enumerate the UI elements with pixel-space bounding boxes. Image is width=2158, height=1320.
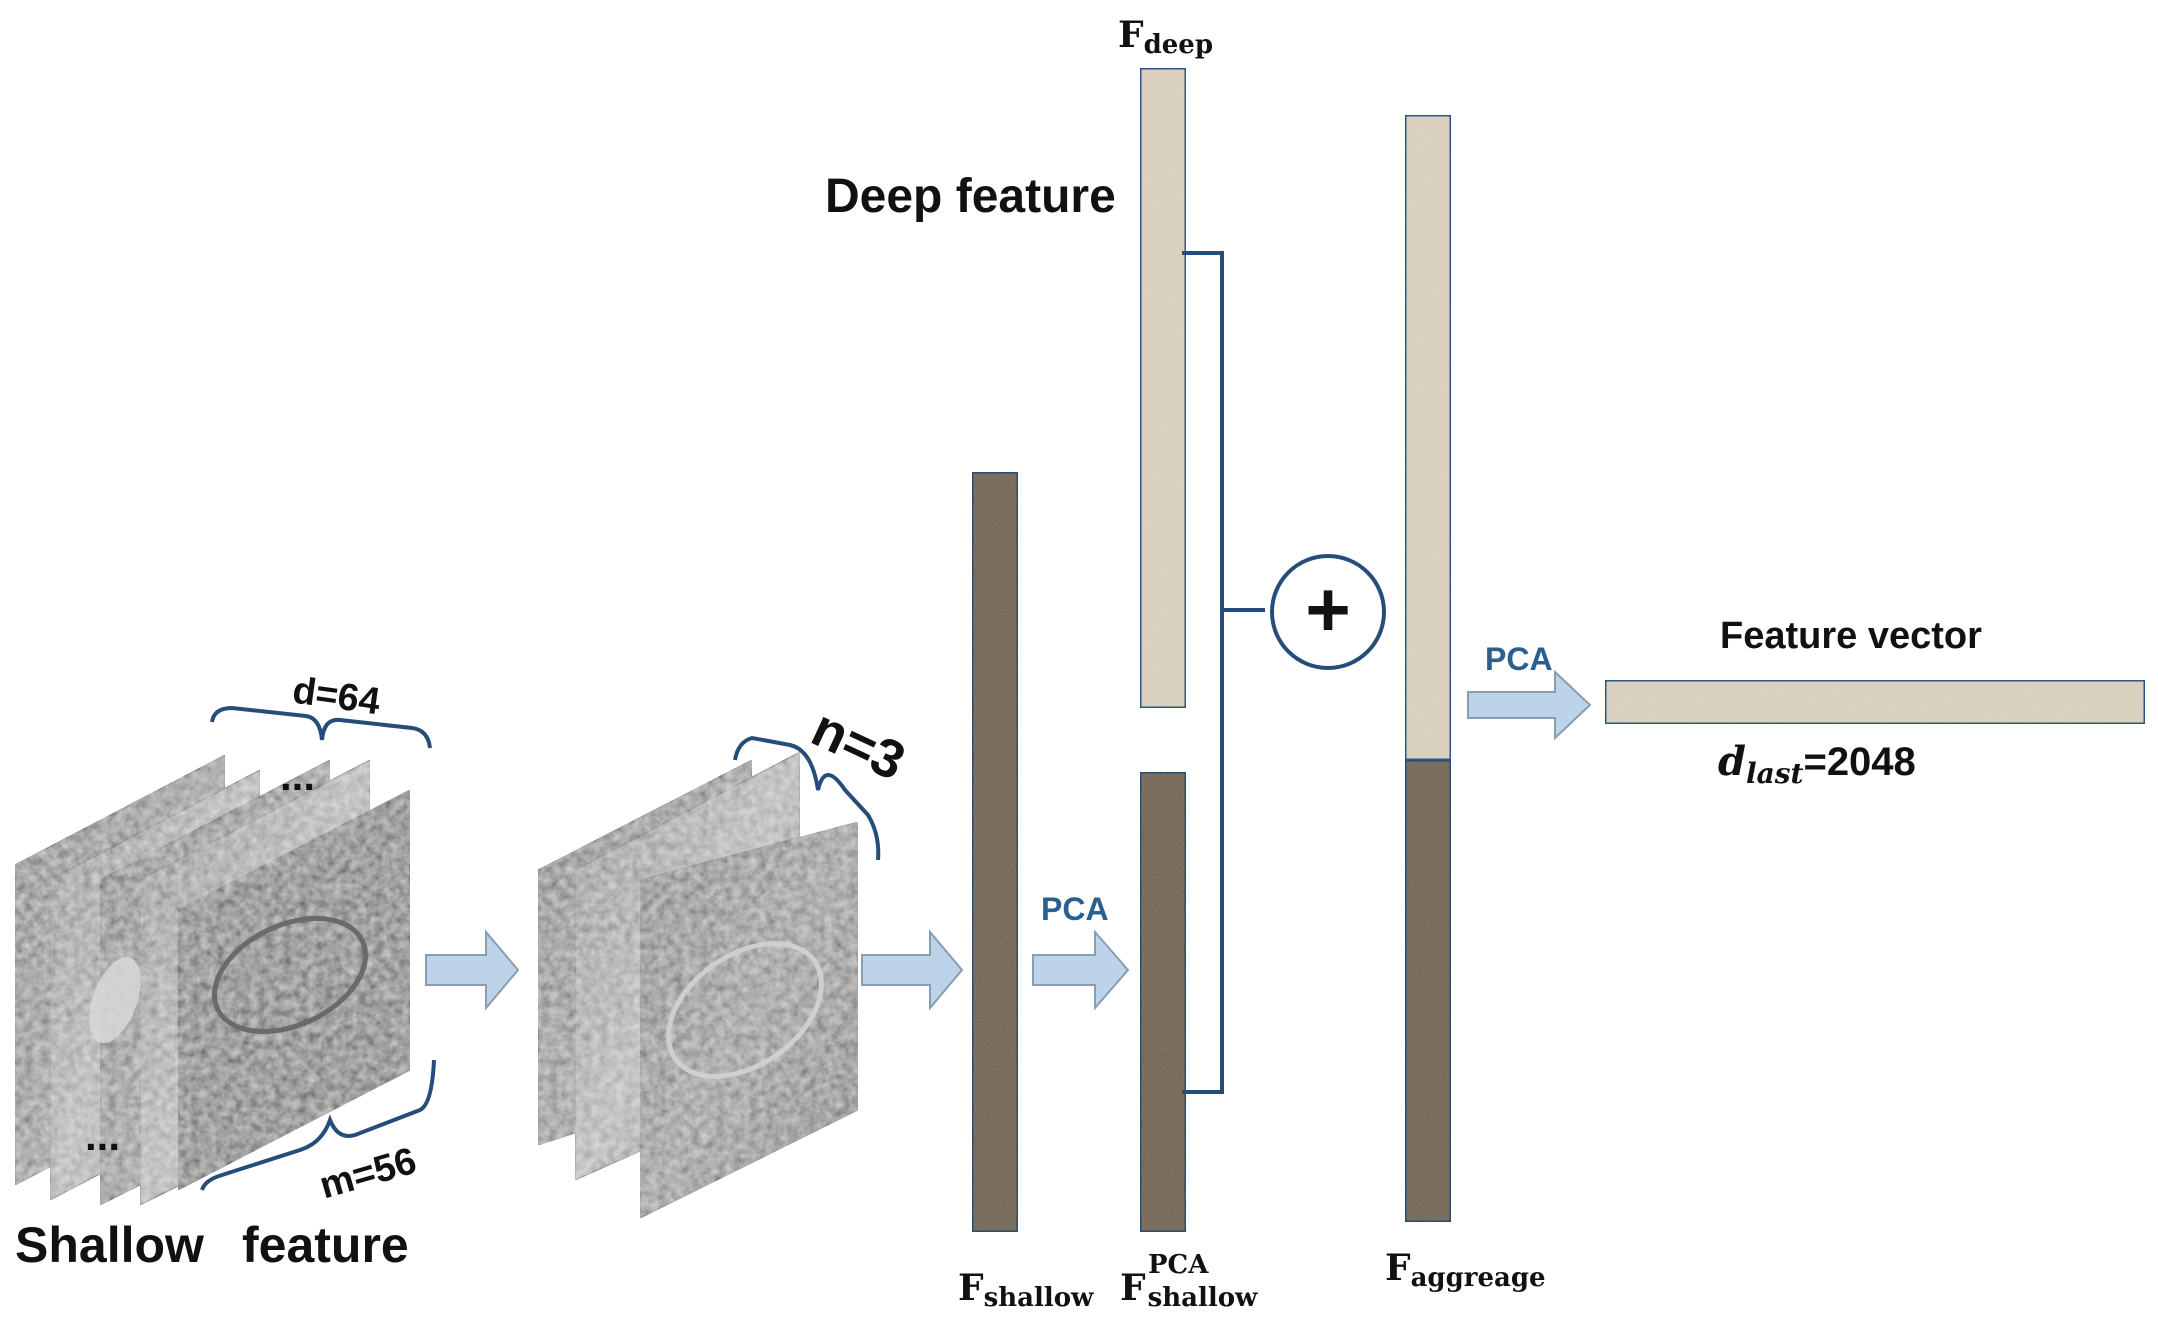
f-deep-label: Fdeep (1118, 14, 1213, 60)
f-aggregate-bar-shallow-part (1403, 758, 1453, 1224)
f-aggregate-label: Faggreage (1385, 1247, 1546, 1293)
n-label: n=3 (803, 698, 914, 792)
plus-symbol: + (1305, 565, 1351, 653)
pca-arrow-final (1467, 669, 1592, 741)
pca-label: PCA (1041, 891, 1109, 927)
d-last-label: dlast=2048 (1718, 738, 1916, 790)
pca-arrow (1032, 929, 1130, 1011)
bottom-ellipsis: ... (85, 1112, 120, 1159)
shallow-label: Shallow (15, 1217, 204, 1273)
feature-vector-bar (1603, 678, 2147, 726)
m-bracket (200, 1059, 436, 1191)
f-aggregate-bar-deep-part (1403, 113, 1453, 762)
feature-label: feature (242, 1217, 409, 1273)
flow-arrow (425, 929, 520, 1011)
selected-slice (639, 821, 859, 1219)
f-deep-bar (1138, 66, 1188, 710)
deep-feature-label: Deep feature (825, 170, 1116, 223)
shallow-slice-structure (211, 915, 369, 1035)
pca-label-final: PCA (1485, 641, 1553, 677)
m-label: m=56 (315, 1140, 421, 1207)
flow-arrow (861, 929, 964, 1011)
f-shallow-pca-superscript: PCA (1148, 1250, 1209, 1280)
selected-feature-stack (537, 751, 859, 1219)
f-shallow-pca-label: Fshallow (1120, 1267, 1258, 1313)
aggregation-plus-circle (1270, 554, 1386, 670)
f-shallow-label: Fshallow (958, 1267, 1094, 1313)
selected-slice-structure (666, 941, 824, 1079)
f-shallow-pca-bar (1138, 770, 1188, 1234)
concat-connector (1182, 251, 1265, 1094)
feature-vector-label: Feature vector (1720, 615, 1982, 657)
shallow-slice (177, 789, 411, 1191)
n-bracket (733, 735, 881, 861)
d-bracket (210, 705, 432, 749)
f-shallow-bar (970, 470, 1020, 1234)
shallow-slice-highlight (89, 957, 141, 1043)
top-ellipsis: ... (280, 752, 315, 799)
shallow-feature-stack (14, 754, 411, 1206)
